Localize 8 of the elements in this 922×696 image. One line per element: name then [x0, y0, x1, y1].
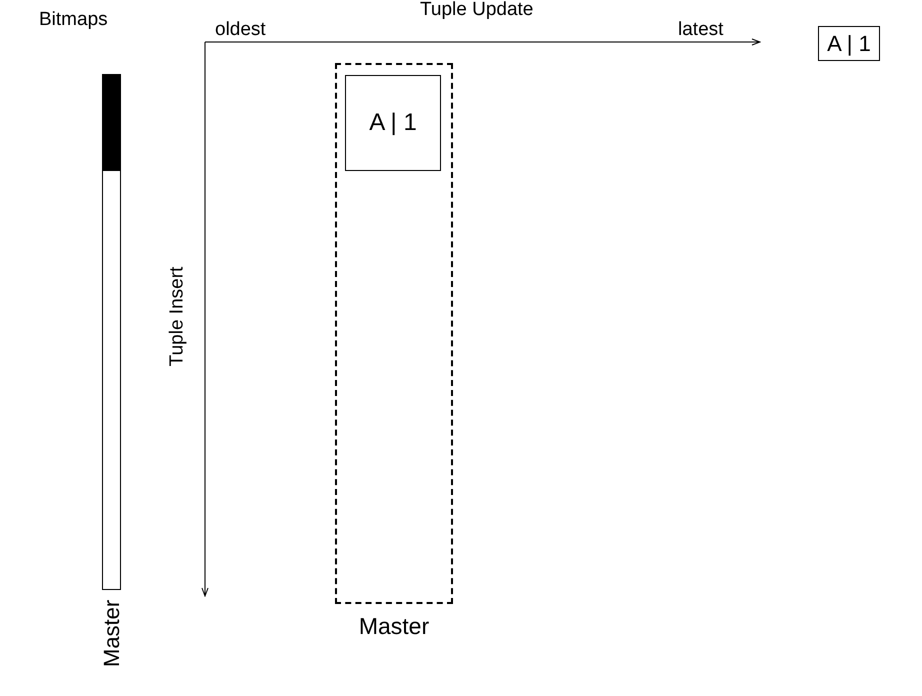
axis-title: Tuple Update — [420, 0, 534, 19]
axis-title: Tuple Insert — [168, 266, 186, 368]
axis-title: Bitmaps — [39, 10, 108, 29]
tuple-box: A | 1 — [345, 75, 441, 171]
tuple-box: A | 1 — [818, 26, 880, 61]
axis-end-label: oldest — [215, 20, 266, 39]
axis-end-label: latest — [678, 20, 724, 39]
frame-label: Master — [358, 615, 430, 638]
